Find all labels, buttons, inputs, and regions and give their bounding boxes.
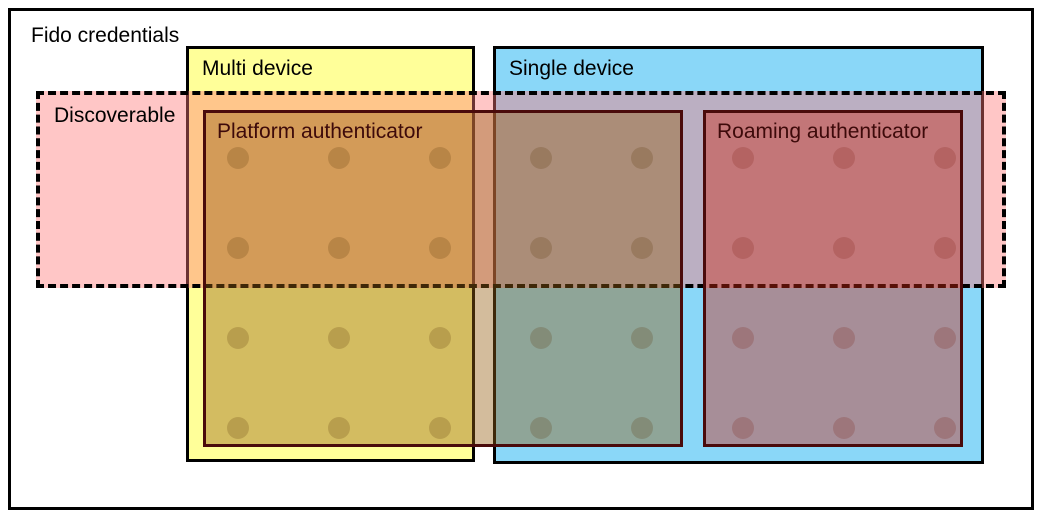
roaming-authenticator-set[interactable]: Roaming authenticator (703, 110, 963, 447)
single-device-set[interactable]: Single device (493, 46, 984, 464)
discoverable-set[interactable]: Discoverable (36, 91, 1006, 288)
single-device-label: Single device (509, 57, 634, 80)
multi-device-set[interactable]: Multi device (186, 46, 475, 462)
platform-authenticator-set[interactable]: Platform authenticator (203, 110, 683, 447)
fido-credentials-label: Fido credentials (31, 24, 180, 47)
multi-device-label: Multi device (202, 57, 313, 80)
discoverable-label: Discoverable (54, 104, 176, 127)
roaming-authenticator-label: Roaming authenticator (717, 120, 929, 143)
platform-authenticator-label: Platform authenticator (217, 120, 423, 143)
